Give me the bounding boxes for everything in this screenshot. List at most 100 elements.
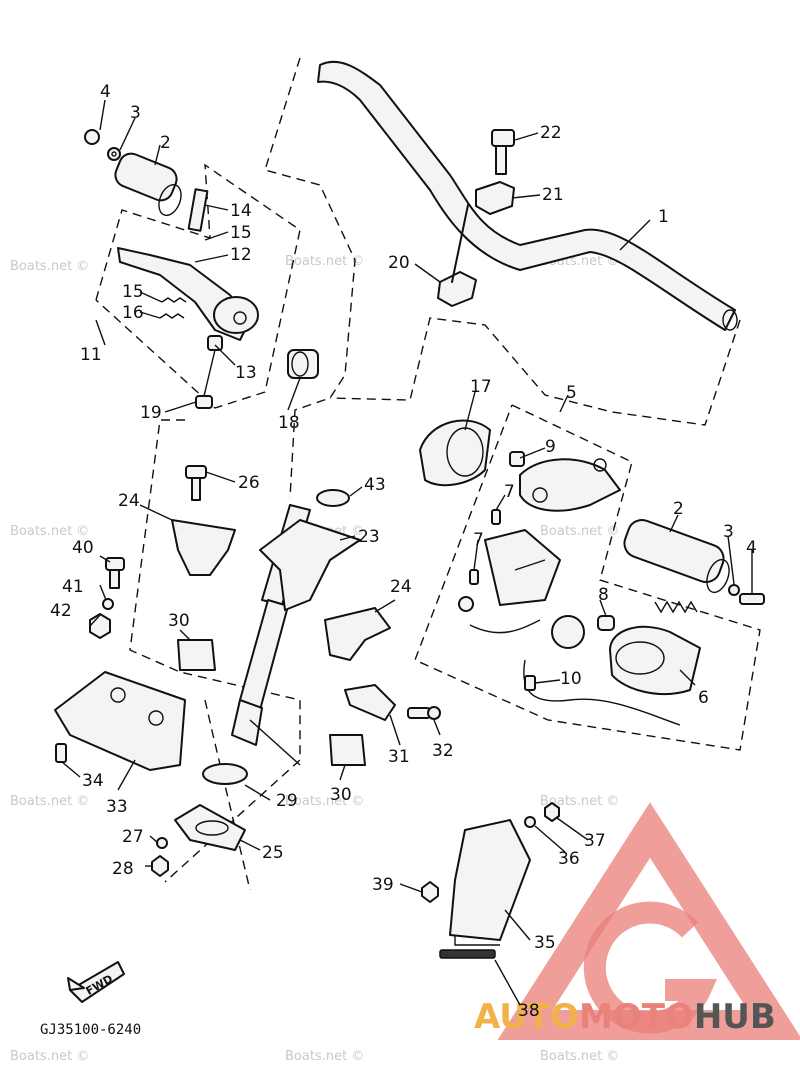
column-bracket (259, 519, 361, 611)
throttle-sleeve (287, 349, 319, 379)
callout-37: 37 (584, 831, 606, 851)
watermark-text: Boats.net © (10, 524, 89, 539)
column-line (451, 204, 469, 283)
callout-8: 8 (598, 585, 609, 605)
callout-25: 25 (262, 843, 284, 863)
callout-41: 41 (62, 577, 84, 597)
handlebar-frame (264, 57, 356, 499)
callout-30: 30 (168, 611, 190, 631)
callout-10: 10 (560, 669, 582, 689)
callout-18: 18 (278, 413, 300, 433)
spring (597, 600, 698, 631)
watermark-text: Boats.net © (285, 794, 364, 809)
handlebar-holder (437, 271, 477, 307)
right-bracket (324, 607, 391, 661)
watermark-layer: Boats.net © Boats.net © Boats.net © Boat… (10, 254, 619, 1064)
callout-6: 6 (698, 688, 709, 708)
callout-7: 7 (504, 482, 515, 502)
stay-bracket (344, 684, 396, 721)
callout-4: 4 (746, 538, 757, 558)
lower-cover (439, 819, 531, 959)
stopper-block-lower (329, 734, 366, 766)
callout-11: 11 (80, 345, 102, 365)
callout-16: 16 (122, 303, 144, 323)
hose-clamp (202, 763, 248, 785)
brand-text-moto: MOTO (579, 997, 694, 1037)
leader-lines (61, 99, 753, 1006)
fwd-arrow-icon: FWD (67, 961, 125, 1003)
switch-assembly-frame (414, 404, 761, 751)
bracket-bolt-top (185, 465, 207, 501)
watermark-text: Boats.net © (10, 259, 89, 274)
callout-3: 3 (130, 103, 141, 123)
callout-5: 5 (566, 383, 577, 403)
nut-37 (544, 802, 560, 822)
right-grip (623, 518, 730, 594)
watermark-text: Boats.net © (540, 1049, 619, 1064)
left-washer (107, 147, 121, 161)
callout-21: 21 (542, 185, 564, 205)
callout-26: 26 (238, 473, 260, 493)
callout-15: 15 (122, 282, 144, 302)
callout-4: 4 (100, 82, 111, 102)
plate-bolt (55, 743, 67, 763)
stopper-block (177, 639, 216, 671)
callout-14: 14 (230, 201, 252, 221)
callout-42: 42 (50, 601, 72, 621)
callout-23: 23 (358, 527, 380, 547)
callout-29: 29 (276, 791, 298, 811)
callout-27: 27 (122, 827, 144, 847)
upper-clamp (475, 181, 515, 215)
small-bushing (207, 335, 223, 351)
callout-7: 7 (473, 530, 484, 550)
watermark-text: Boats.net © (285, 254, 364, 269)
nut-28 (151, 855, 169, 877)
grip-screw (195, 349, 216, 409)
callout-43: 43 (364, 475, 386, 495)
callout-2: 2 (673, 499, 684, 519)
brand-logo: AUTOMOTOHUB (474, 802, 800, 1040)
callout-3: 3 (723, 522, 734, 542)
brand-text-auto: AUTO (474, 997, 579, 1037)
washer-36 (524, 816, 536, 828)
bolt-40 (105, 557, 125, 589)
brand-text-hub: HUB (694, 997, 776, 1037)
lever-pin (187, 188, 209, 232)
callout-36: 36 (558, 849, 580, 869)
top-bushing (316, 489, 350, 507)
base-plate (174, 804, 246, 851)
callout-labels: 1 2 2 3 3 4 4 5 6 7 7 8 9 10 11 12 13 14… (50, 82, 757, 1021)
callout-31: 31 (388, 747, 410, 767)
handlebar (317, 60, 738, 331)
switch-button (509, 451, 525, 467)
callout-28: 28 (112, 859, 134, 879)
callout-22: 22 (540, 123, 562, 143)
svg-text:AUTOMOTOHUB: AUTOMOTOHUB (474, 997, 776, 1037)
callout-40: 40 (72, 538, 94, 558)
nut-39 (421, 881, 439, 903)
nut-42 (89, 613, 111, 639)
callout-19: 19 (140, 403, 162, 423)
callout-24: 24 (390, 577, 412, 597)
callout-32: 32 (432, 741, 454, 761)
watermark-text: Boats.net © (10, 794, 89, 809)
callout-15: 15 (230, 223, 252, 243)
callout-12: 12 (230, 245, 252, 265)
callout-39: 39 (372, 875, 394, 895)
callout-33: 33 (106, 797, 128, 817)
callout-1: 1 (658, 207, 669, 227)
callout-24: 24 (118, 491, 140, 511)
watermark-text: Boats.net © (540, 794, 619, 809)
callout-30: 30 (330, 785, 352, 805)
watermark-text: Boats.net © (10, 1049, 89, 1064)
callout-9: 9 (545, 437, 556, 457)
left-grip (114, 152, 182, 217)
callout-17: 17 (470, 377, 492, 397)
lever-assembly-frame (95, 163, 301, 409)
watermark-text: Boats.net © (285, 1049, 364, 1064)
side-plate (54, 671, 186, 771)
right-washer (728, 584, 740, 596)
callout-2: 2 (160, 133, 171, 153)
switch-housing (519, 458, 621, 512)
